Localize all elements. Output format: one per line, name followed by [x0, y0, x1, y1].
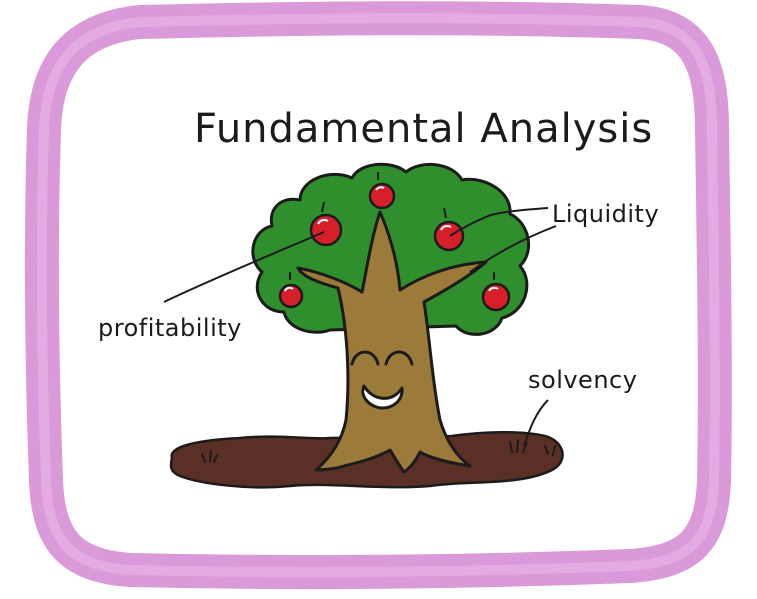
apple-left [309, 201, 343, 247]
pink-frame-highlight [36, 13, 720, 578]
apple-right [433, 207, 465, 252]
tree-left-eye [350, 350, 380, 366]
liquidity-pointer-line [449, 207, 549, 237]
apple-top [368, 172, 396, 210]
grass-tuft [201, 439, 556, 463]
diagram-title: Fundamental Analysis [194, 106, 653, 152]
apple-lower-left [278, 272, 304, 309]
profitability-pointer-line [163, 231, 325, 303]
tree-smile [361, 384, 404, 410]
apple-lower-right [481, 272, 511, 312]
label-solvency: solvency [528, 366, 637, 394]
liquidity-pointer-line-2 [469, 225, 557, 273]
label-profitability: profitability [98, 314, 242, 342]
solvency-pointer-line [523, 399, 549, 447]
tree-trunk [296, 210, 488, 474]
tree-right-eye [384, 350, 414, 366]
label-liquidity: Liquidity [552, 200, 659, 228]
